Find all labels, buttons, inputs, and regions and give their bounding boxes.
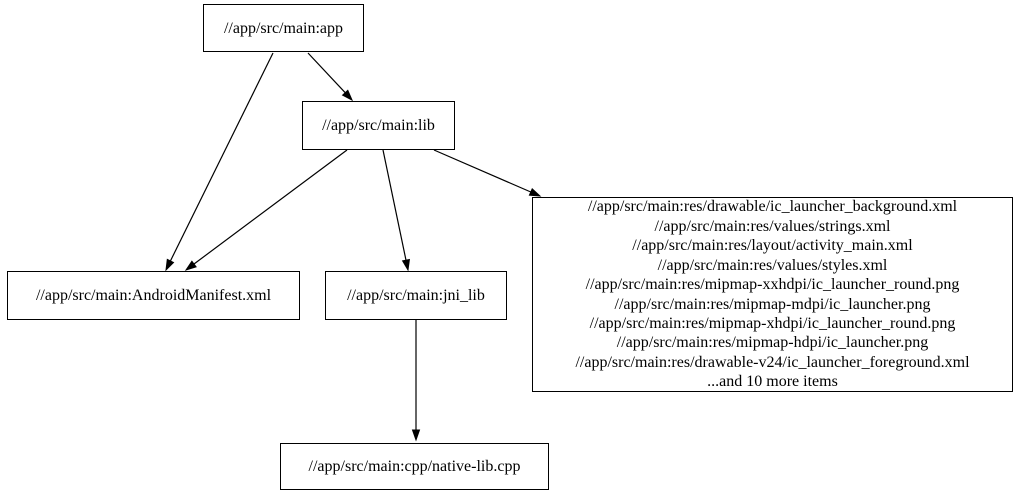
node-jni-lib: //app/src/main:jni_lib [325,271,507,320]
edge-lib-to-jni-lib [382,149,407,261]
res-group-line: //app/src/main:res/mipmap-xhdpi/ic_launc… [589,314,956,332]
edge-lib-to-manifest [193,149,348,265]
node-android-manifest-label: //app/src/main:AndroidManifest.xml [35,287,272,304]
node-native-lib-cpp: //app/src/main:cpp/native-lib.cpp [280,443,549,490]
res-group-line: //app/src/main:res/drawable-v24/ic_launc… [575,353,970,371]
arrowhead-app-to-manifest [165,258,175,272]
node-app: //app/src/main:app [203,4,364,52]
res-group-line: //app/src/main:res/values/strings.xml [654,217,891,235]
arrowhead-lib-to-jni-lib [401,258,410,272]
res-group-line: //app/src/main:res/layout/activity_main.… [632,237,913,255]
arrowhead-lib-to-manifest [184,260,197,271]
res-group-more-items: ...and 10 more items [707,373,838,391]
node-jni-lib-label: //app/src/main:jni_lib [347,287,485,304]
node-android-manifest: //app/src/main:AndroidManifest.xml [7,271,300,320]
res-group-line: //app/src/main:res/drawable/ic_launcher_… [587,198,958,216]
node-res-group: //app/src/main:res/drawable/ic_launcher_… [532,197,1013,392]
arrowhead-app-to-lib [341,89,354,102]
node-native-lib-cpp-label: //app/src/main:cpp/native-lib.cpp [308,458,521,475]
res-group-line: //app/src/main:res/mipmap-mdpi/ic_launch… [614,295,931,313]
edge-app-to-lib [307,52,346,94]
res-group-line: //app/src/main:res/mipmap-hdpi/ic_launch… [616,334,929,352]
edge-app-to-manifest [169,52,274,262]
node-app-label: //app/src/main:app [223,19,344,37]
node-lib-label: //app/src/main:lib [322,117,435,134]
node-lib: //app/src/main:lib [302,101,455,150]
arrowhead-jni-lib-to-native-lib [411,429,421,442]
edge-lib-to-res-group [433,149,532,193]
arrowhead-lib-to-res-group [528,187,542,197]
res-group-line: //app/src/main:res/values/styles.xml [657,256,888,274]
res-group-line: //app/src/main:res/mipmap-xxhdpi/ic_laun… [585,276,960,294]
